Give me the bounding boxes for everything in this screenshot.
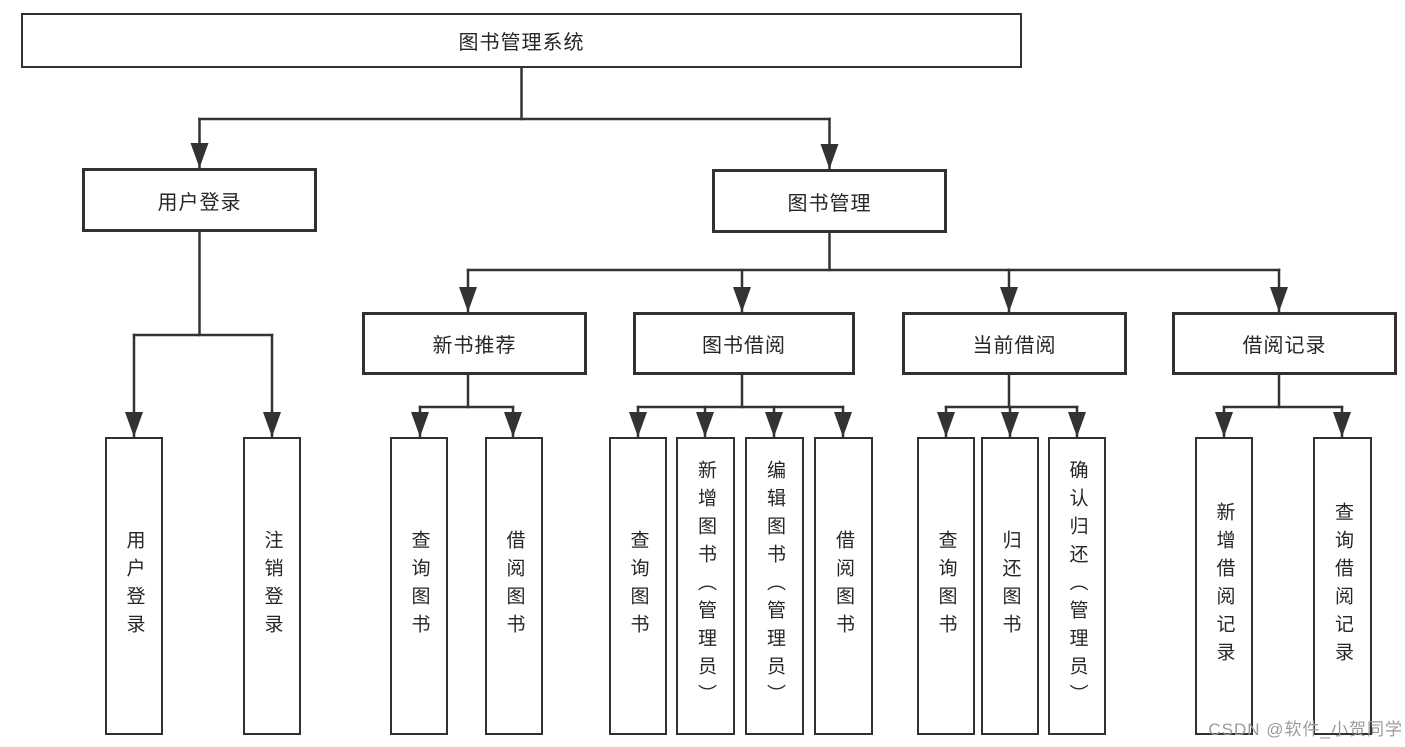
node-label: 用户登录 <box>157 191 242 214</box>
leaf-logout: 注销登录 <box>243 437 301 735</box>
node-label: 新增图书（管理员） <box>695 460 716 712</box>
node-label: 借阅记录 <box>1242 335 1327 357</box>
node-label: 图书管理 <box>787 192 872 215</box>
leaf-add-book-admin: 新增图书（管理员） <box>676 437 735 735</box>
node-label: 查询借阅记录 <box>1332 502 1353 670</box>
leaf-query-books-2: 查询图书 <box>609 437 667 735</box>
node-label: 借阅图书 <box>503 530 525 642</box>
node-new-book-recommend: 新书推荐 <box>362 312 587 375</box>
node-label: 图书管理系统 <box>458 32 585 54</box>
csdn-watermark: CSDN @软件_小贺同学 <box>1208 720 1403 739</box>
node-borrowing-records: 借阅记录 <box>1172 312 1397 375</box>
leaf-borrow-books-2: 借阅图书 <box>814 437 873 735</box>
node-label: 新增借阅记录 <box>1213 502 1235 670</box>
node-current-borrowing: 当前借阅 <box>902 312 1127 375</box>
node-label: 注销登录 <box>261 530 283 642</box>
node-label: 确认归还（管理员） <box>1066 460 1088 712</box>
node-book-borrowing: 图书借阅 <box>633 312 855 375</box>
node-book-management: 图书管理 <box>712 169 947 233</box>
node-label: 查询图书 <box>935 530 957 642</box>
leaf-query-books-1: 查询图书 <box>390 437 448 735</box>
node-book-management-system: 图书管理系统 <box>21 13 1022 68</box>
node-label: 用户登录 <box>123 530 145 642</box>
leaf-user-login: 用户登录 <box>105 437 163 735</box>
leaf-query-borrow-record: 查询借阅记录 <box>1313 437 1372 735</box>
leaf-return-book: 归还图书 <box>981 437 1039 735</box>
node-label: 编辑图书（管理员） <box>764 460 785 712</box>
leaf-add-borrow-record: 新增借阅记录 <box>1195 437 1253 735</box>
leaf-query-books-3: 查询图书 <box>917 437 975 735</box>
node-label: 归还图书 <box>999 530 1021 642</box>
leaf-borrow-books-1: 借阅图书 <box>485 437 543 735</box>
node-label: 借阅图书 <box>833 530 854 642</box>
leaf-edit-book-admin: 编辑图书（管理员） <box>745 437 804 735</box>
node-label: 查询图书 <box>408 530 430 642</box>
node-label: 当前借阅 <box>972 335 1057 357</box>
node-label: 图书借阅 <box>702 335 786 357</box>
node-label: 查询图书 <box>627 530 649 642</box>
node-user-login: 用户登录 <box>82 168 317 232</box>
node-label: 新书推荐 <box>432 335 517 357</box>
leaf-confirm-return-admin: 确认归还（管理员） <box>1048 437 1106 735</box>
